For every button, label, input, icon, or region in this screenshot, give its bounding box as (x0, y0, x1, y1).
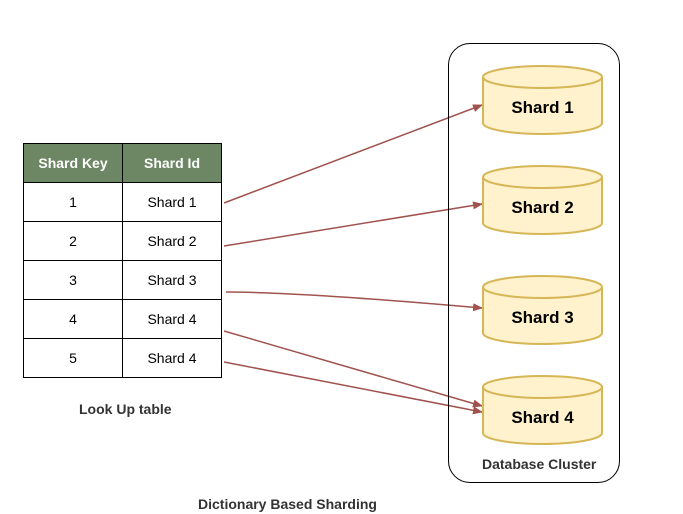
database-icon (482, 375, 603, 445)
lookup-table-header-row: Shard Key Shard Id (23, 143, 222, 183)
shard-key-cell: 5 (23, 338, 123, 378)
lookup-table: Shard Key Shard Id 1 Shard 1 2 Shard 2 3… (23, 143, 222, 378)
shard-key-cell: 3 (23, 260, 123, 300)
shard-id-cell: Shard 4 (122, 338, 222, 378)
arrow-key-1-to-shard-1 (223, 104, 483, 204)
lookup-table-caption: Look Up table (79, 401, 172, 417)
shard-id-cell: Shard 2 (122, 221, 222, 261)
database-icon (482, 165, 603, 235)
shard-2-cylinder: Shard 2 (482, 165, 603, 235)
database-cluster (448, 43, 620, 483)
shard-1-cylinder: Shard 1 (482, 65, 603, 135)
table-row: 1 Shard 1 (23, 182, 222, 222)
shard-3-cylinder: Shard 3 (482, 275, 603, 345)
arrow-key-4-to-shard-4 (223, 330, 483, 408)
shard-4-cylinder: Shard 4 (482, 375, 603, 445)
diagram-title: Dictionary Based Sharding (198, 496, 377, 512)
database-icon (482, 65, 603, 135)
shard-key-cell: 1 (23, 182, 123, 222)
arrow-key-5-to-shard-4 (223, 361, 483, 415)
table-row: 4 Shard 4 (23, 299, 222, 339)
shard-id-cell: Shard 1 (122, 182, 222, 222)
arrow-key-3-to-shard-3 (225, 291, 483, 312)
arrow-key-2-to-shard-2 (223, 201, 483, 247)
shard-id-cell: Shard 4 (122, 299, 222, 339)
shard-label: Shard 2 (511, 198, 574, 217)
header-shard-id: Shard Id (122, 143, 222, 183)
table-row: 2 Shard 2 (23, 221, 222, 261)
cluster-label: Database Cluster (482, 456, 597, 472)
shard-label: Shard 1 (511, 98, 574, 117)
header-shard-key: Shard Key (23, 143, 123, 183)
table-row: 5 Shard 4 (23, 338, 222, 378)
shard-key-cell: 4 (23, 299, 123, 339)
shard-label: Shard 4 (511, 408, 574, 427)
database-icon (482, 275, 603, 345)
shard-key-cell: 2 (23, 221, 123, 261)
shard-id-cell: Shard 3 (122, 260, 222, 300)
table-row: 3 Shard 3 (23, 260, 222, 300)
shard-label: Shard 3 (511, 308, 574, 327)
